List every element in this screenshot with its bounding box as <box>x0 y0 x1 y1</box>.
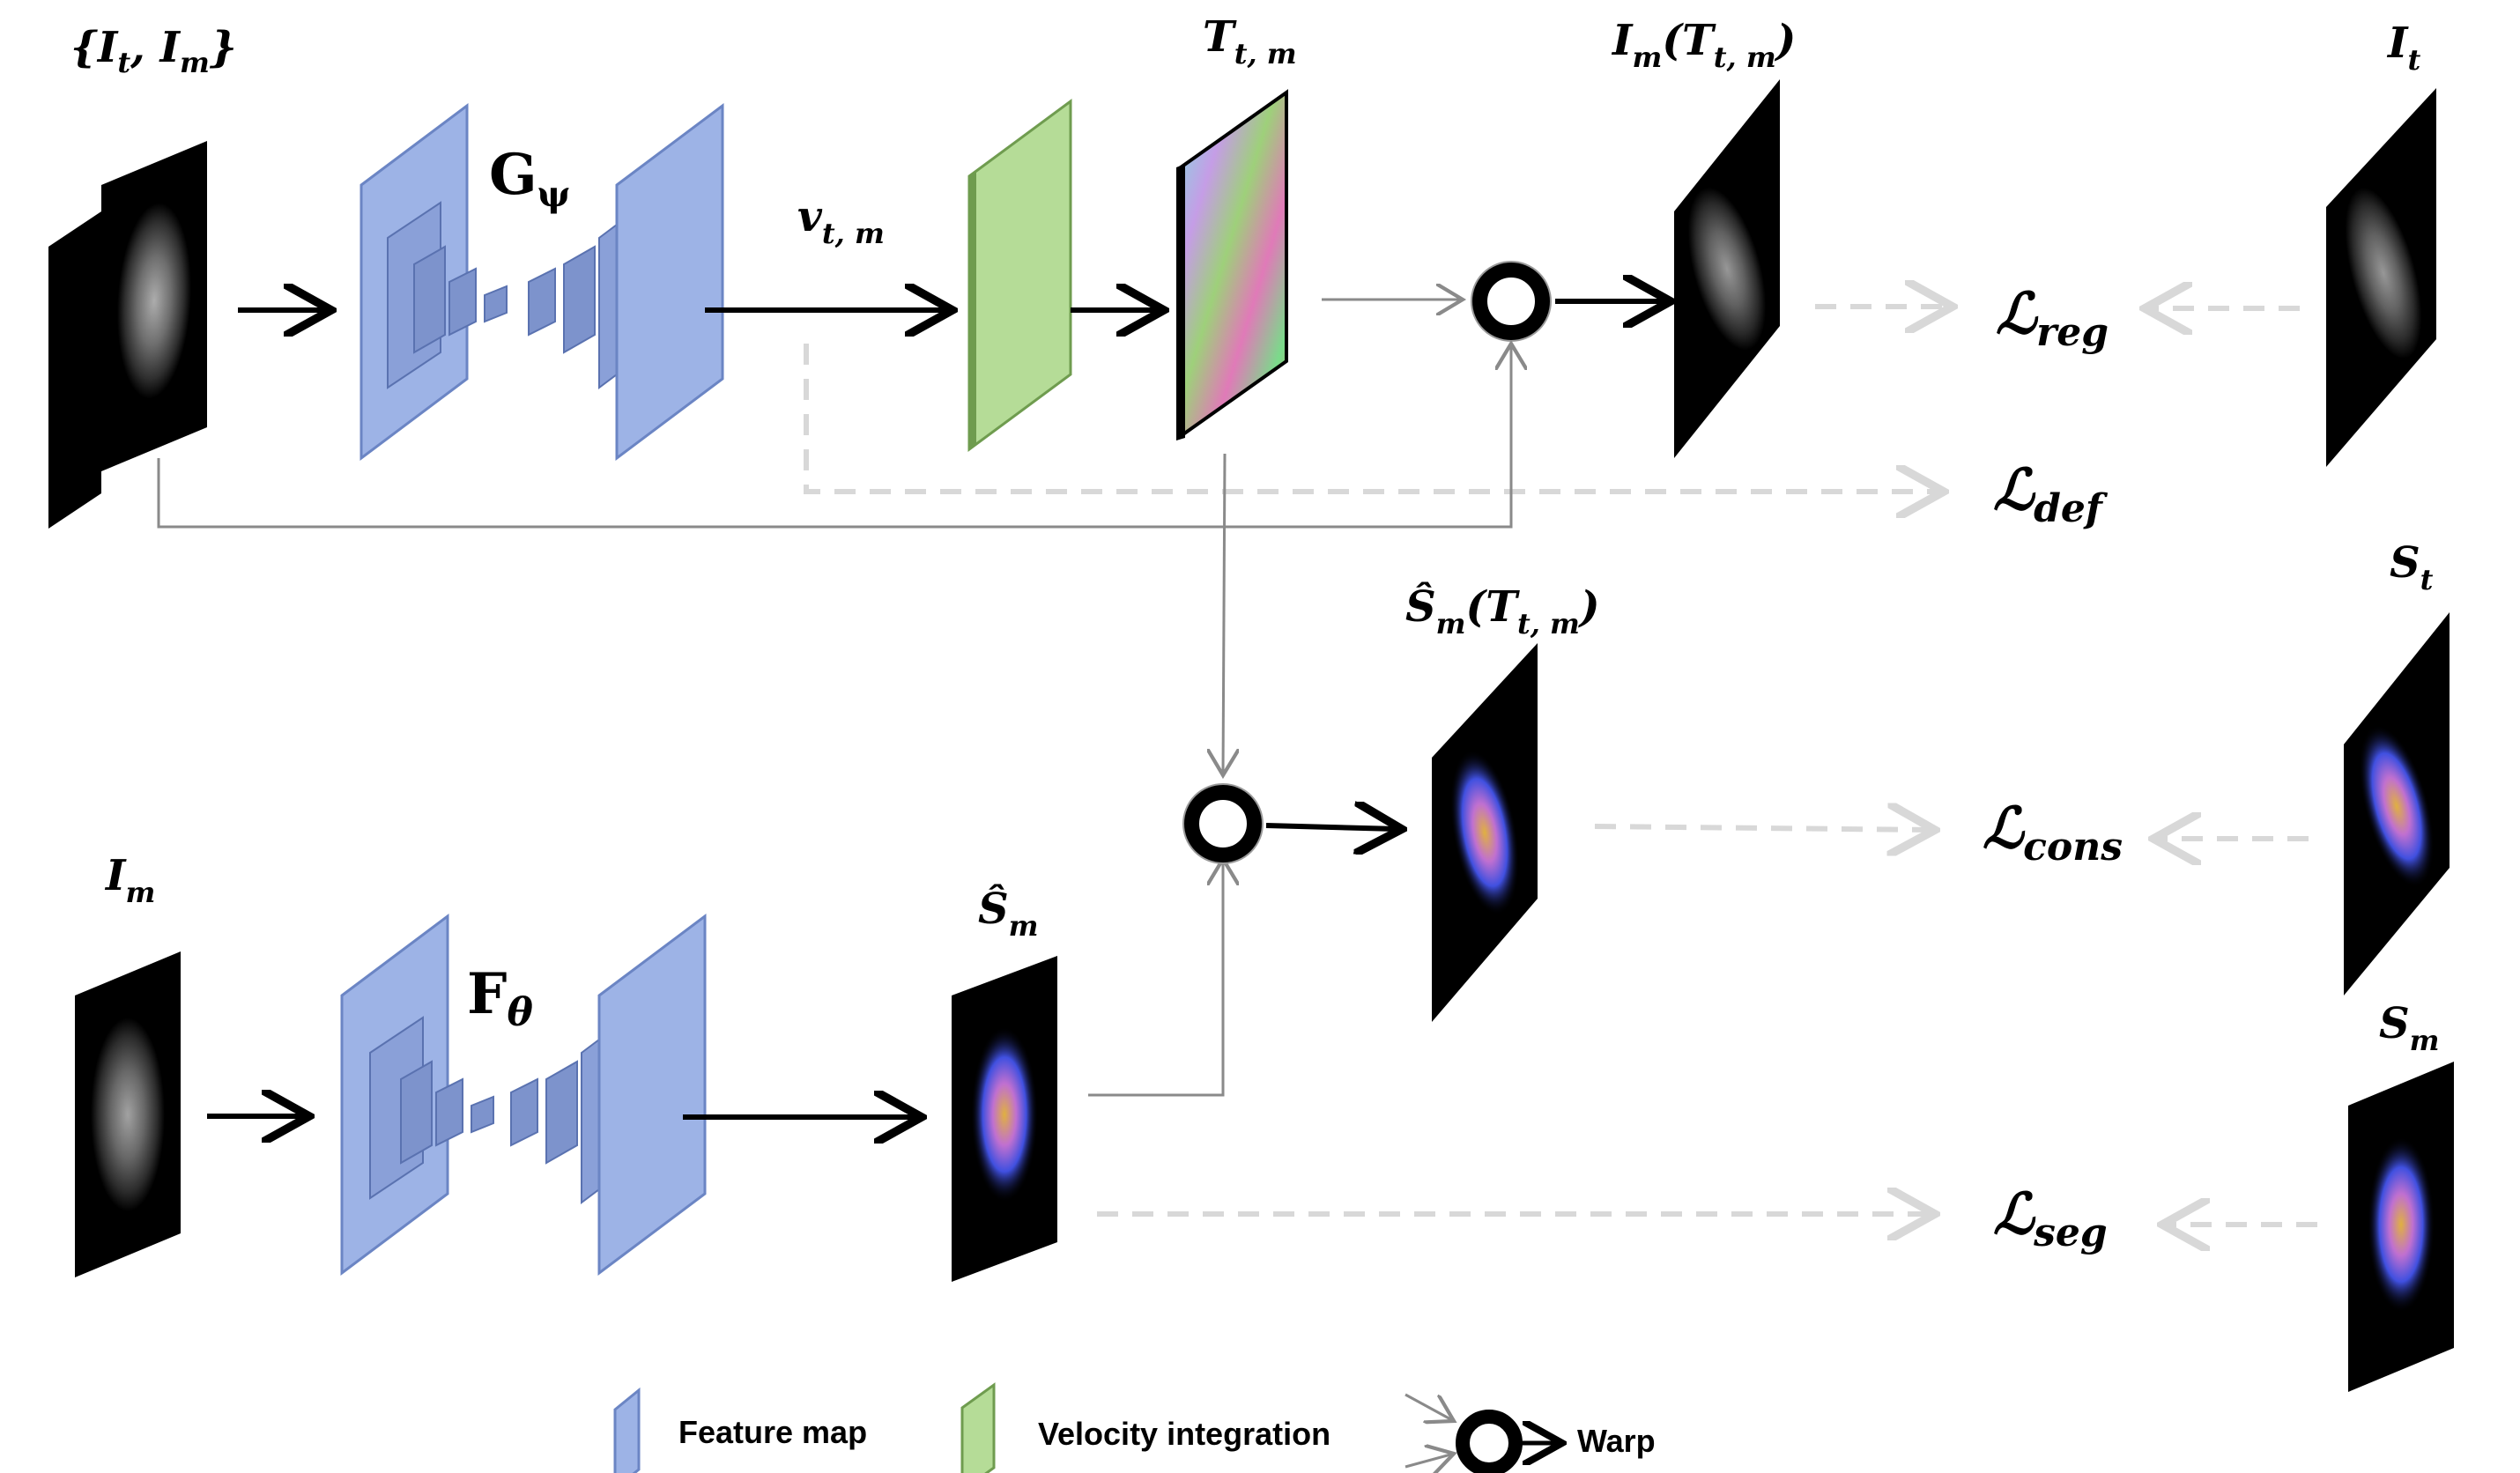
loss-cons: ℒcons <box>1983 796 2123 870</box>
legend: Feature map Velocity integration Warp <box>613 1382 1656 1473</box>
velocity-label: vt, m <box>797 192 885 250</box>
f-theta-label: Fθ <box>467 961 533 1035</box>
dash-warped-seg-to-lcons <box>1594 826 1930 830</box>
network-g-psi <box>359 103 724 461</box>
input-pair-label: {It, Im} <box>70 23 237 79</box>
warped-image-label: Im(Tt, m) <box>1611 16 1796 74</box>
target-image-label: It <box>2386 19 2420 77</box>
warped-seg-label: Ŝm(Tt, m) <box>1405 581 1600 640</box>
loss-seg: ℒseg <box>1993 1181 2108 1255</box>
legend-warp-node <box>1456 1410 1523 1473</box>
target-seg-label: St <box>2390 538 2434 596</box>
target-image <box>2326 88 2436 467</box>
moving-seg-label: Sm <box>2379 999 2440 1057</box>
g-psi-label: Gψ <box>489 142 570 215</box>
warped-image <box>1674 79 1780 458</box>
dash-velocity-to-ldef <box>804 344 1938 492</box>
warp-node-top <box>1471 262 1551 341</box>
seg-pred-label: Ŝm <box>978 883 1039 943</box>
legend-warp-label: Warp <box>1577 1423 1656 1459</box>
transform-field-image <box>1176 89 1288 440</box>
legend-velocity-swatch <box>960 1382 996 1473</box>
seg-pred-image <box>952 956 1057 1282</box>
moving-image <box>75 951 181 1277</box>
network-f-theta <box>340 914 707 1276</box>
legend-feature-map-label: Feature map <box>678 1414 867 1450</box>
legend-velocity-label: Velocity integration <box>1038 1416 1330 1452</box>
moving-seg-image <box>2348 1062 2454 1392</box>
loss-def: ℒdef <box>1993 457 2109 531</box>
transform-label: Tt, m <box>1203 12 1297 70</box>
warp-node-bottom <box>1183 784 1263 863</box>
warped-seg-image <box>1432 643 1538 1022</box>
velocity-integration-plate <box>967 99 1072 452</box>
target-seg-image <box>2344 612 2450 996</box>
legend-feature-map-swatch <box>613 1387 641 1473</box>
input-pair-images <box>48 141 207 529</box>
line-seg-pred-to-warp-bottom <box>1088 859 1223 1097</box>
loss-reg: ℒreg <box>1996 281 2109 355</box>
arrow-transform-to-warp-bottom <box>1223 453 1225 775</box>
arrow-warp-to-warped-seg <box>1265 825 1397 829</box>
line-input-to-warp-top <box>157 344 1511 529</box>
moving-image-label: Im <box>104 851 155 909</box>
legend-warp-input-a <box>1405 1393 1454 1421</box>
legend-warp-input-b <box>1405 1454 1454 1467</box>
warp-node-bottom-rim <box>1182 783 1264 864</box>
